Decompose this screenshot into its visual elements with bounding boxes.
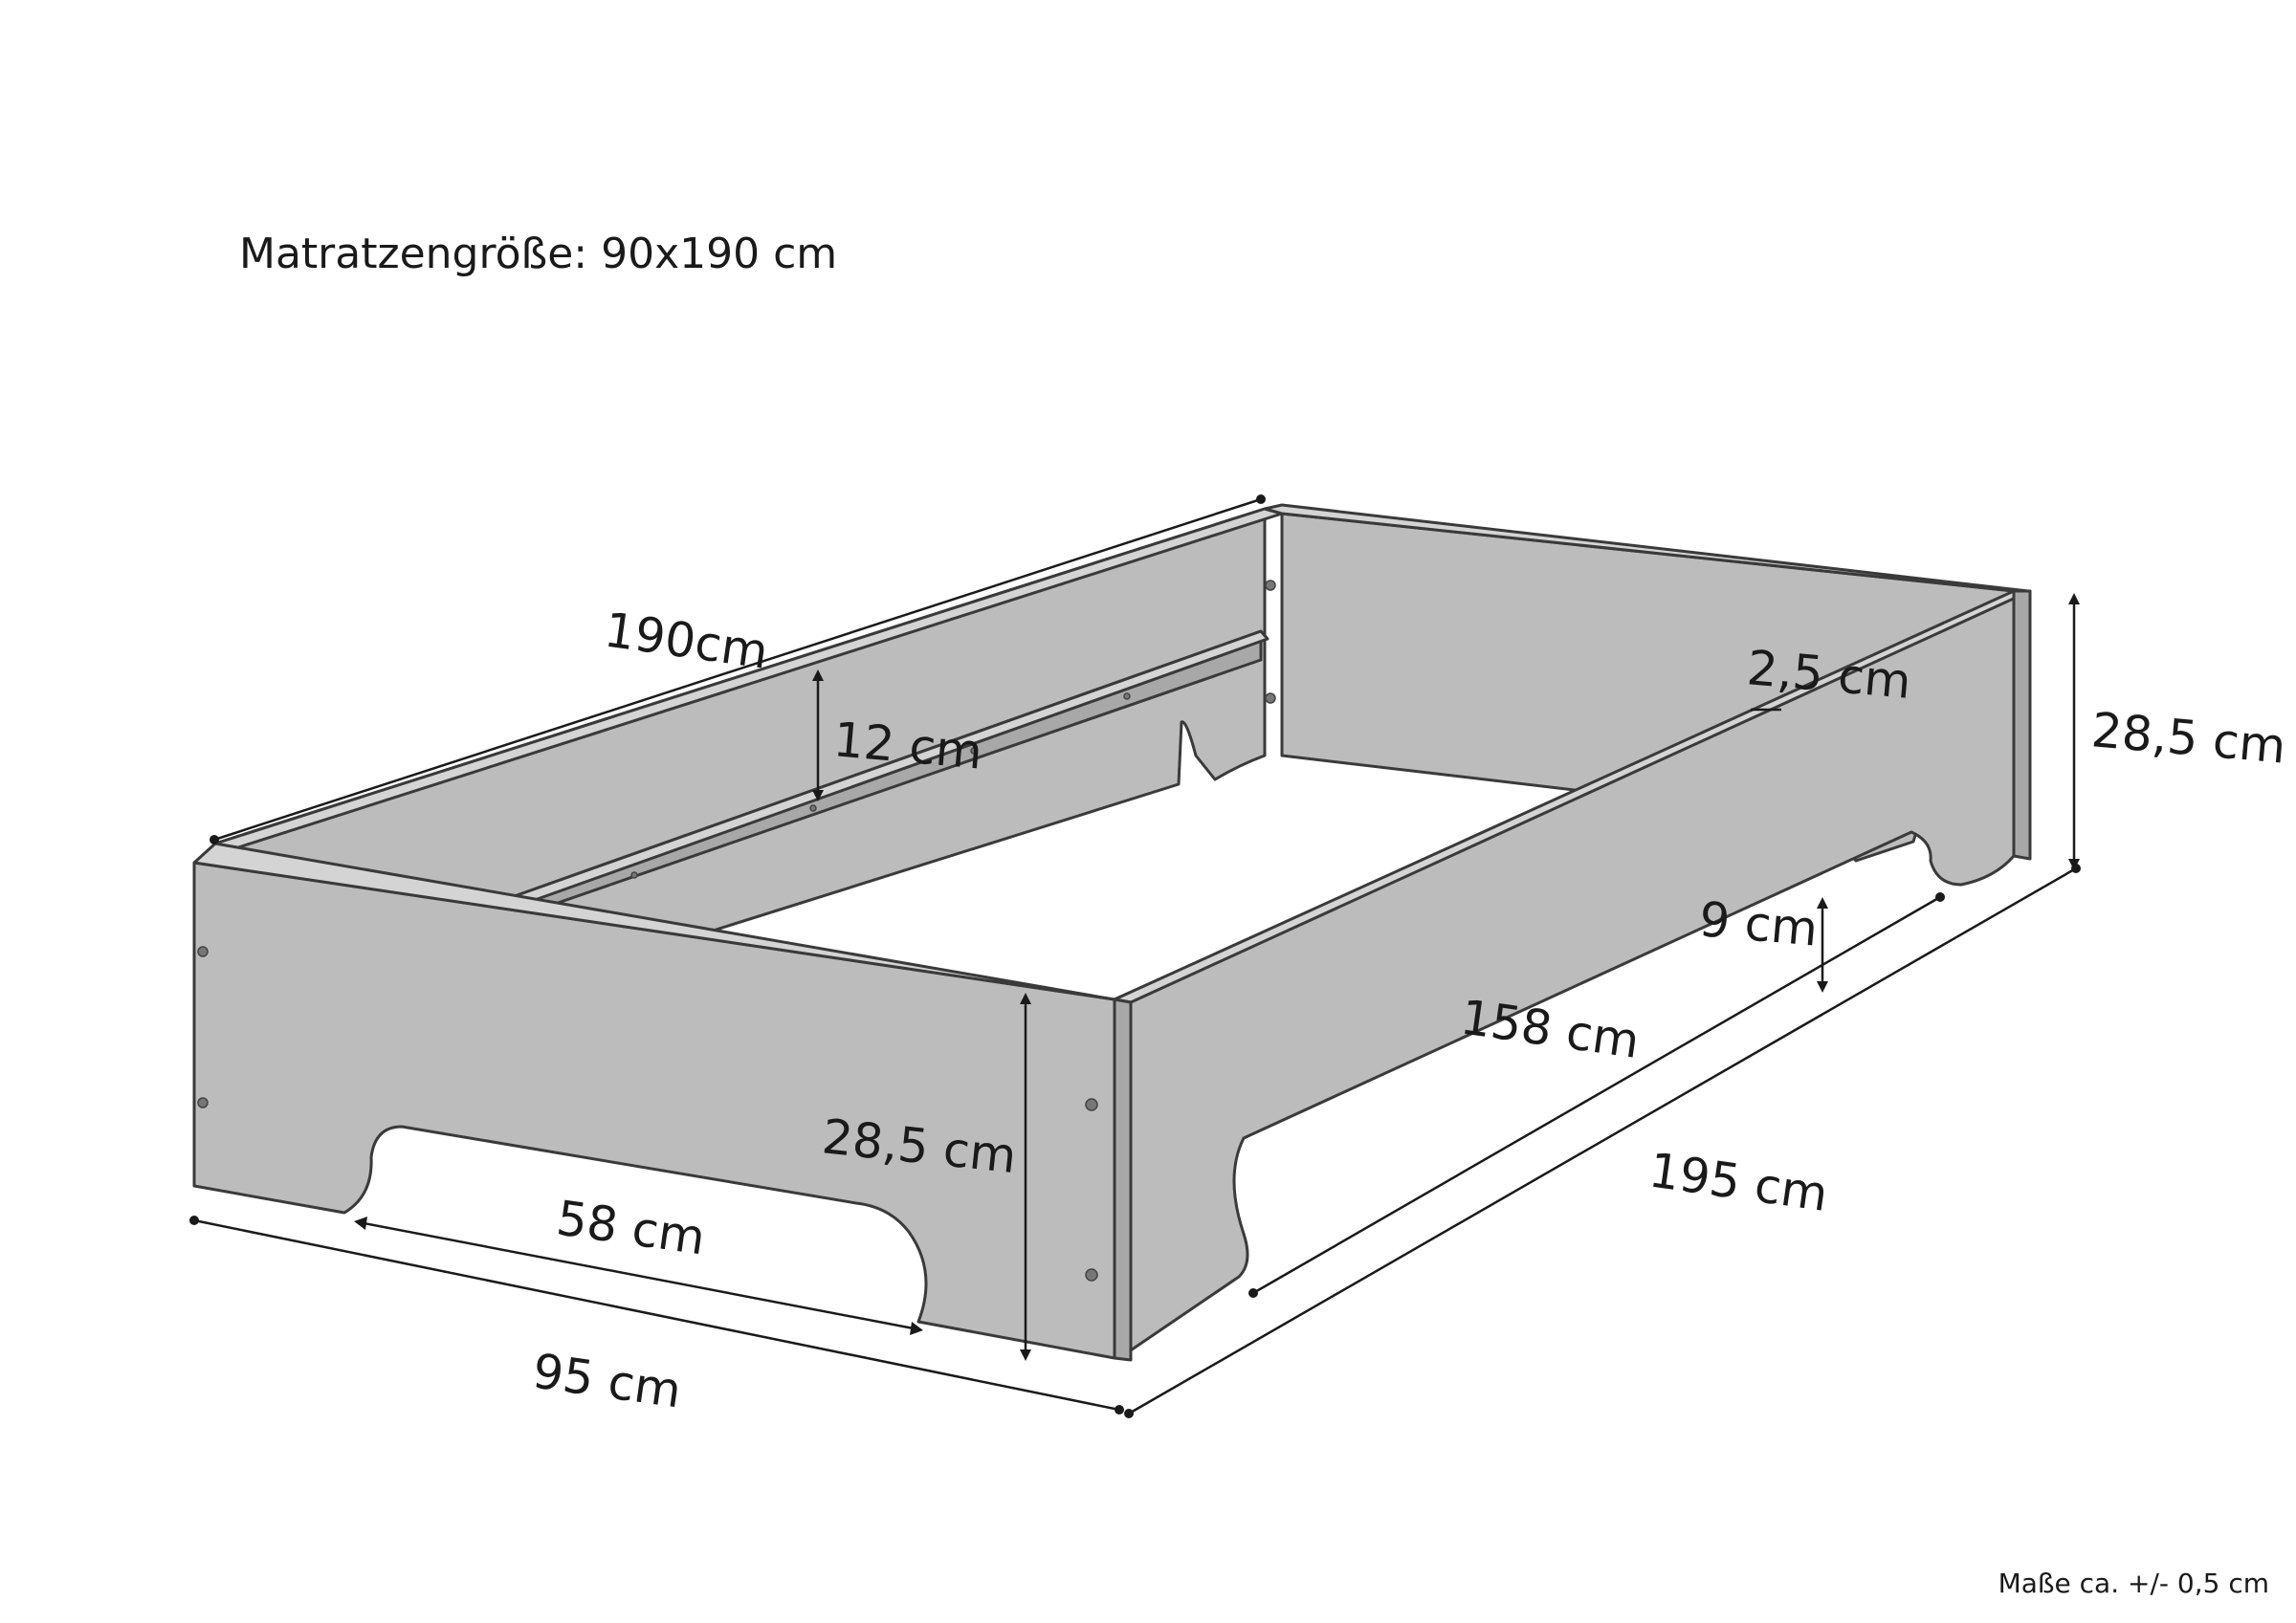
- screw-icon: [197, 1097, 209, 1108]
- screw-icon: [1265, 692, 1276, 704]
- dimension-end-marker: [1935, 892, 1945, 902]
- arrow-down-icon: [1020, 1349, 1031, 1361]
- dimension-end-marker: [1256, 494, 1266, 504]
- screw-icon: [630, 871, 638, 879]
- arrow-up-icon: [812, 669, 824, 681]
- arrow-right-icon: [910, 1322, 923, 1335]
- inner-length-label: 158 cm: [1457, 989, 1643, 1069]
- screw-icon: [1265, 580, 1276, 591]
- foot-panel: [192, 861, 1116, 1360]
- near-long-panel: [1113, 593, 2016, 1360]
- mattress-size-label: Matratzengröße: 90x190 cm: [239, 230, 837, 278]
- screw-icon: [197, 946, 209, 957]
- slat-height-label: 12 cm: [831, 712, 984, 779]
- length-top-label: 190cm: [601, 602, 771, 679]
- dimension-end-marker: [189, 1216, 199, 1225]
- arrow-up-icon: [1817, 897, 1828, 909]
- total-length-dimension-line: [1128, 866, 2077, 1415]
- inner-length-dimension-line: [1252, 895, 1941, 1295]
- length-top-dimension-line: [213, 497, 1262, 842]
- arrow-left-icon: [354, 1217, 367, 1230]
- total-length-label: 195 cm: [1645, 1142, 1831, 1222]
- cutout-width-label: 58 cm: [553, 1190, 708, 1265]
- screw-icon: [1085, 1098, 1098, 1111]
- arrow-up-icon: [2068, 593, 2080, 604]
- total-width-dimension-line: [193, 1218, 1120, 1412]
- tolerance-note: Maße ca. +/- 0,5 cm: [1998, 1568, 2269, 1599]
- dimension-end-marker: [210, 835, 219, 844]
- dimension-end-marker: [1124, 1409, 1134, 1418]
- cutout-height-label: 9 cm: [1697, 891, 1820, 957]
- screw-icon: [1085, 1268, 1098, 1282]
- arrow-up-icon: [1020, 993, 1031, 1004]
- cutout-width-dimension-line: [358, 1220, 919, 1331]
- dimension-end-marker: [1248, 1288, 1258, 1298]
- arrow-down-icon: [812, 790, 824, 801]
- height-right-label: 28,5 cm: [2089, 702, 2288, 775]
- dimension-end-marker: [1115, 1405, 1124, 1415]
- screw-icon: [1123, 692, 1131, 700]
- screw-icon: [809, 804, 817, 812]
- near-long-panel-end: [2012, 589, 2032, 861]
- arrow-down-icon: [1817, 981, 1828, 993]
- dimension-end-marker: [2071, 864, 2081, 873]
- screw-icon: [970, 747, 978, 755]
- total-width-label: 95 cm: [529, 1343, 684, 1418]
- foot-panel-end: [1113, 998, 1133, 1362]
